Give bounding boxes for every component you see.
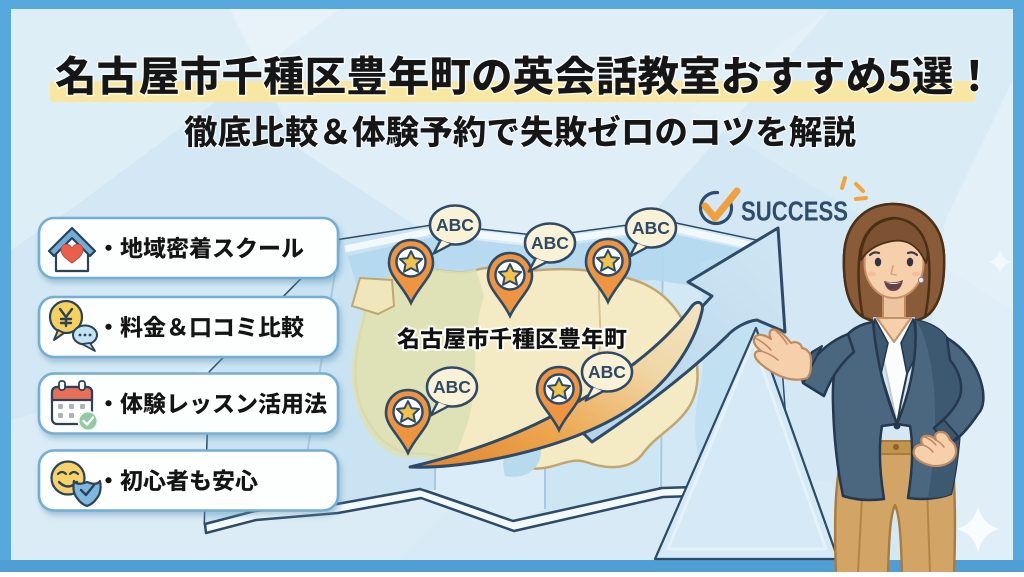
svg-text:SUCCESS: SUCCESS bbox=[741, 196, 848, 227]
svg-text:ABC: ABC bbox=[531, 233, 569, 253]
svg-text:ABC: ABC bbox=[433, 377, 471, 397]
svg-text:ABC: ABC bbox=[588, 362, 626, 382]
svg-text:ABC: ABC bbox=[436, 215, 474, 235]
svg-text:ABC: ABC bbox=[632, 218, 670, 238]
